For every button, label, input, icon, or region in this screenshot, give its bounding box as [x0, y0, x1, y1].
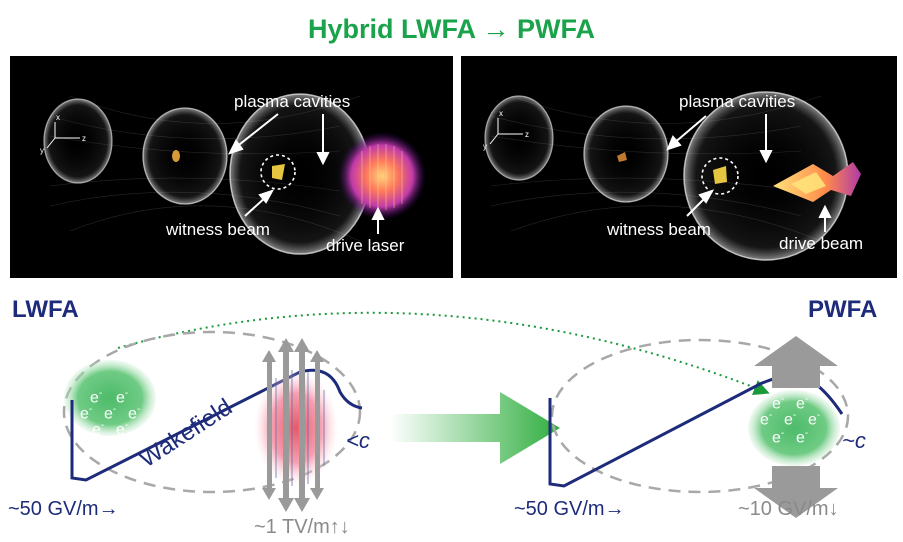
plasma-cavities-label: plasma cavities: [234, 92, 351, 111]
transition-arrow: [390, 392, 560, 464]
wakefield-schematic: [62, 311, 850, 518]
lwfa-simulation-panel: x z y plasma cavities witness beam drive…: [10, 56, 453, 278]
axis-y-label: y: [483, 142, 487, 151]
axis-y-label: y: [40, 146, 44, 155]
electron-label: e-: [772, 428, 785, 447]
drive-beam-label: drive beam: [779, 234, 864, 253]
electron-label: e-: [796, 394, 809, 413]
electron-label: e-: [116, 420, 129, 439]
lwfa-electron-bunch: [64, 360, 156, 436]
electron-label: e-: [772, 394, 785, 413]
laser-field-arrows: [262, 338, 324, 512]
electron-label: e-: [760, 410, 773, 429]
witness-beam-label: witness beam: [607, 220, 711, 239]
electron-label: e-: [796, 428, 809, 447]
lwfa-speed-label: <c: [346, 428, 370, 453]
lwfa-bubble: [62, 330, 362, 494]
electron-label: e-: [784, 410, 797, 429]
electron-label: e-: [808, 410, 821, 429]
axis-z-label: z: [525, 130, 529, 139]
electron-label: e-: [92, 420, 105, 439]
pwfa-simulation-image: x z y: [483, 91, 861, 261]
laser-pulse: [254, 370, 338, 486]
electron-label: e-: [116, 388, 129, 407]
lwfa-field-label: ~50 GV/m→: [8, 498, 119, 520]
pwfa-badge: PWFA: [808, 296, 878, 323]
electron-label: e-: [80, 404, 93, 423]
pwfa-field-label: ~50 GV/m→: [514, 498, 625, 520]
pwfa-speed-label: ~c: [842, 428, 866, 453]
electron-label: e-: [90, 388, 103, 407]
electron-label: e-: [104, 404, 117, 423]
axis-x-label: x: [499, 109, 503, 118]
axis-x-label: x: [56, 113, 60, 122]
lwfa-simulation-image: x z y: [40, 93, 426, 255]
transfer-arc: [117, 311, 770, 396]
page-title: Hybrid LWFA → PWFA: [308, 14, 595, 44]
witness-beam-label: witness beam: [166, 220, 270, 239]
pwfa-simulation-panel: x z y plasma cavities witness beam drive…: [461, 56, 897, 278]
pwfa-field-arrows: [754, 336, 838, 518]
pwfa-electron-bunch: [748, 390, 840, 466]
axis-z-label: z: [82, 134, 86, 143]
lwfa-badge: LWFA: [12, 296, 79, 323]
beam-field-label: ~10 GV/m↓: [738, 498, 839, 520]
laser-field-label: ~1 TV/m↑↓: [254, 516, 350, 538]
drive-laser-label: drive laser: [326, 236, 405, 255]
pwfa-bubble: [550, 338, 850, 494]
plasma-cavities-label: plasma cavities: [679, 92, 796, 111]
electron-label: e-: [128, 404, 141, 423]
